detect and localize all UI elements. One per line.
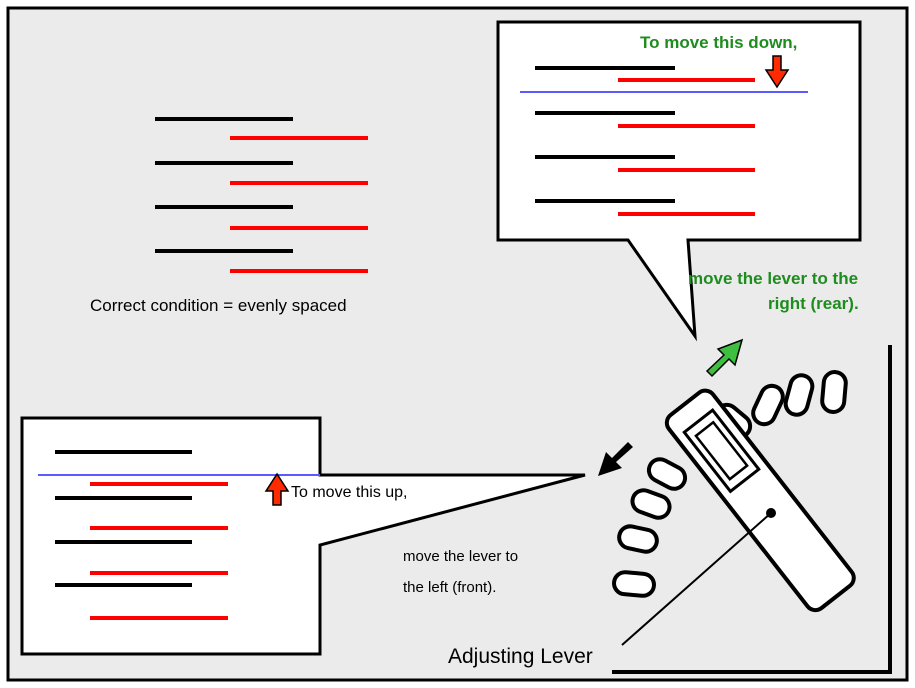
lever-label-pointer [621,512,772,646]
callout-bubble-rear [496,20,862,342]
red-down-arrow-icon [764,55,790,89]
callout-bubble-front [20,416,586,656]
green-arrow-rear-icon [705,338,744,378]
notch [751,383,785,427]
notch [617,524,659,554]
callout-rear-lines [520,66,808,216]
notch [612,570,656,598]
notch [783,373,815,417]
black-arrow-front-icon [598,442,633,476]
move-up-instruction-line1: To move this up, [291,484,408,501]
move-left-instruction-line1: move the lever to [403,548,519,565]
lever-slot-inner [694,420,749,481]
adjusting-lever-label: Adjusting Lever [448,645,593,668]
lever-frame [612,345,892,674]
notch [820,370,848,414]
move-down-instruction-line3: right (rear). [768,294,859,313]
notch [630,488,672,520]
notch [646,457,688,491]
correct-condition-lines [155,117,368,273]
red-up-arrow-icon [264,472,290,506]
adjusting-lever [664,388,856,613]
move-down-instruction-line2: move the lever to the [688,269,859,288]
move-left-instruction-line2: the left (front). [403,579,497,596]
correct-condition-label: Correct condition = evenly spaced [90,296,347,315]
move-down-instruction-line1: To move this down, [640,33,798,52]
callout-front-lines [38,450,320,620]
